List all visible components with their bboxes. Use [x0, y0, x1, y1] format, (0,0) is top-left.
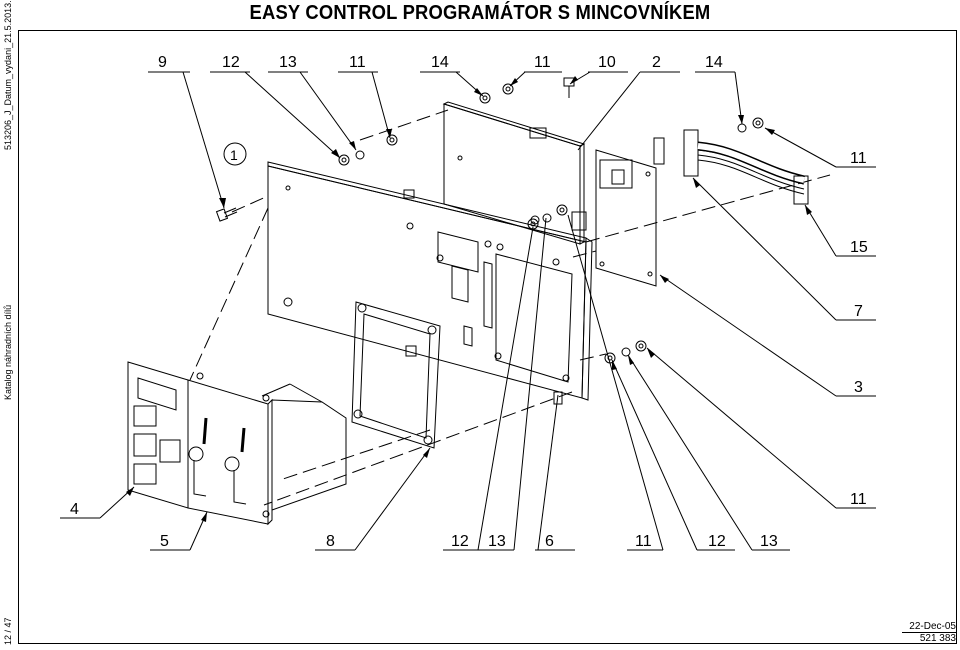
part-7-interface-board [595, 149, 657, 287]
assembly-circle-marker [223, 142, 247, 166]
callout-top-5: 14 [431, 54, 449, 71]
part-10-pcb [442, 101, 587, 245]
bottom-callout-lines [60, 214, 790, 551]
part-15-ribbon-cable [653, 129, 809, 205]
stamp-number: 521 383 [902, 632, 956, 644]
bottom-arrowheads [126, 355, 634, 522]
stamp-date: 22-Dec-05 [909, 621, 956, 632]
part-1-main-panel [267, 161, 593, 401]
callout-bottom-7: 11 [635, 533, 652, 550]
callout-right-3: 7 [854, 303, 863, 320]
top-arrowheads [219, 76, 744, 208]
callout-top-9: 14 [705, 54, 723, 71]
callout-circled: 1 [230, 147, 238, 163]
callout-top-2: 12 [222, 54, 240, 71]
right-arrowheads [647, 128, 812, 358]
callout-top-4: 11 [349, 54, 366, 71]
right-callout-lines [646, 127, 876, 509]
callout-bottom-4: 12 [451, 533, 469, 550]
callout-top-3: 13 [279, 54, 297, 71]
callout-bottom-3: 8 [326, 533, 335, 550]
drawing-frame [18, 30, 957, 644]
part-5-coin-mechanism [187, 372, 347, 526]
callout-right-4: 3 [854, 379, 863, 396]
callout-bottom-9: 13 [760, 533, 778, 550]
callout-top-8: 2 [652, 54, 661, 71]
page-title: EASY CONTROL PROGRAMÁTOR S MINCOVNÍKEM [249, 2, 711, 24]
callout-bottom-8: 12 [708, 533, 726, 550]
callout-right-1: 11 [850, 150, 867, 167]
callout-right-5: 11 [850, 491, 867, 508]
revision-stamp: 22-Dec-05 521 383 [902, 621, 956, 644]
callout-bottom-2: 5 [160, 533, 169, 550]
callout-right-2: 15 [850, 239, 868, 256]
callout-top-1: 9 [158, 54, 167, 71]
top-callout-lines [148, 71, 743, 209]
part-8-gasket-frame [351, 301, 441, 449]
assembly-axis-lines [189, 109, 831, 506]
callout-bottom-5: 13 [488, 533, 506, 550]
callout-bottom-1: 4 [70, 501, 79, 518]
part-9-screw [215, 207, 238, 222]
callout-top-6: 11 [534, 54, 551, 71]
callout-labels: 9 12 13 11 14 11 10 2 14 11 15 7 3 11 4 … [70, 54, 868, 550]
fasteners [338, 77, 764, 405]
part-4-front-plate [127, 361, 189, 509]
callout-top-7: 10 [598, 54, 616, 71]
callout-bottom-6: 6 [545, 533, 554, 550]
